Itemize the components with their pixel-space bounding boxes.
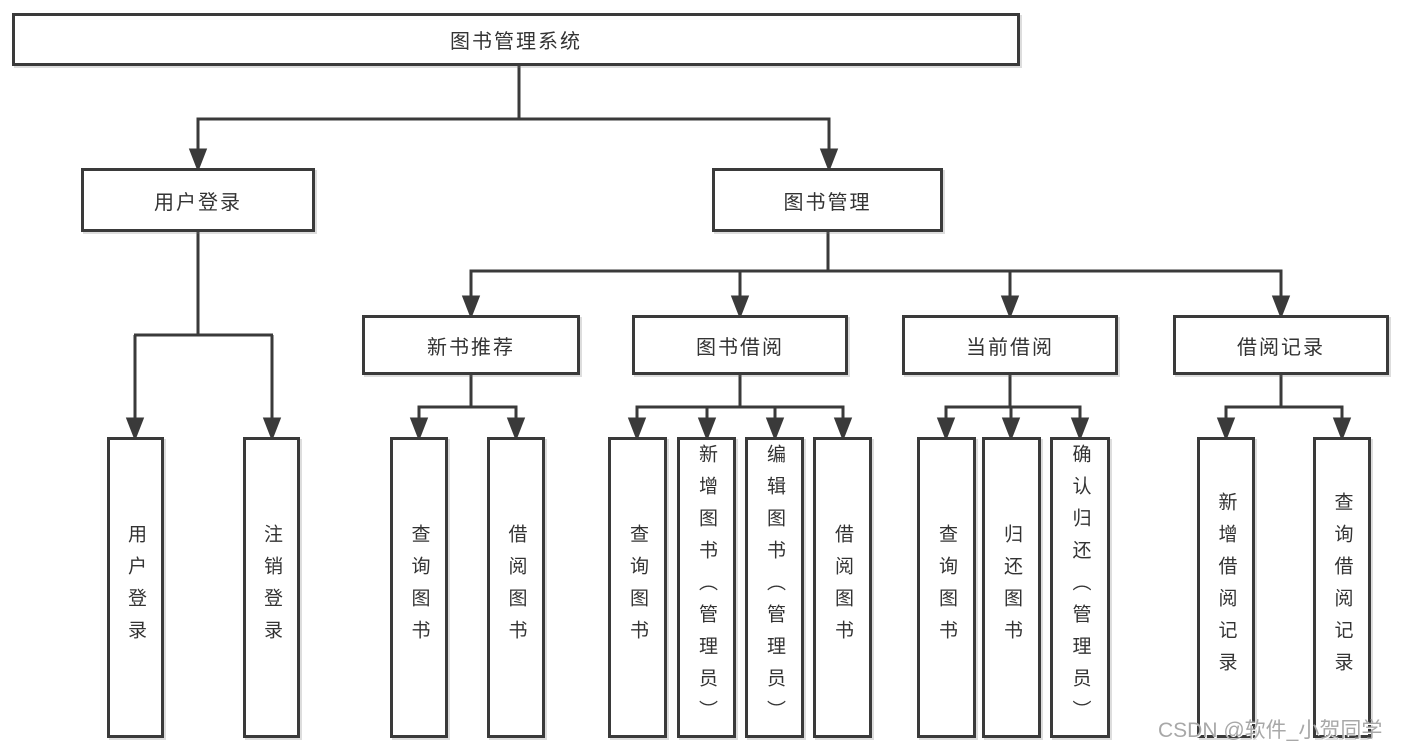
leaf-query-books-3: 查询图书 — [917, 437, 976, 738]
connector-book-management-to-sections — [461, 232, 1291, 320]
leaf-add-book-admin-label: 新增图书（管理员） — [696, 443, 717, 732]
leaf-borrow-books-2: 借阅图书 — [813, 437, 872, 738]
leaf-confirm-return-admin-label: 确认归还（管理员） — [1069, 443, 1091, 732]
connector-user-login-to-leaves — [125, 232, 282, 442]
leaf-confirm-return-admin: 确认归还（管理员） — [1050, 437, 1110, 738]
connector-book-borrow-to-leaves — [627, 375, 853, 442]
node-user-login-label: 用户登录 — [154, 191, 242, 214]
leaf-query-books-1-label: 查询图书 — [408, 523, 430, 652]
node-new-books-label: 新书推荐 — [427, 336, 515, 359]
connector-root-to-level2 — [188, 66, 839, 173]
node-borrow-records: 借阅记录 — [1173, 315, 1389, 375]
leaf-edit-book-admin: 编辑图书（管理员） — [745, 437, 804, 738]
node-book-borrow: 图书借阅 — [632, 315, 848, 375]
leaf-add-borrow-record: 新增借阅记录 — [1197, 437, 1255, 738]
connector-new-books-to-leaves — [409, 375, 526, 442]
leaf-query-books-1: 查询图书 — [390, 437, 448, 738]
leaf-add-borrow-record-label: 新增借阅记录 — [1215, 491, 1237, 684]
connector-current-borrow-to-leaves — [936, 375, 1090, 442]
node-current-borrow-label: 当前借阅 — [966, 336, 1054, 359]
leaf-borrow-books-2-label: 借阅图书 — [832, 523, 853, 652]
node-book-borrow-label: 图书借阅 — [696, 336, 784, 359]
leaf-user-login-label: 用户登录 — [125, 523, 146, 652]
leaf-query-borrow-record: 查询借阅记录 — [1313, 437, 1371, 738]
leaf-logout-label: 注销登录 — [261, 523, 282, 652]
leaf-query-books-3-label: 查询图书 — [936, 523, 957, 652]
leaf-query-books-2: 查询图书 — [608, 437, 667, 738]
leaf-return-books: 归还图书 — [982, 437, 1041, 738]
leaf-borrow-books-1-label: 借阅图书 — [505, 523, 527, 652]
node-book-management-label: 图书管理 — [783, 191, 872, 214]
leaf-user-login: 用户登录 — [107, 437, 164, 738]
node-root: 图书管理系统 — [12, 13, 1020, 66]
node-book-management: 图书管理 — [712, 168, 943, 232]
node-borrow-records-label: 借阅记录 — [1237, 336, 1325, 359]
leaf-return-books-label: 归还图书 — [1001, 523, 1022, 652]
leaf-borrow-books-1: 借阅图书 — [487, 437, 545, 738]
node-root-label: 图书管理系统 — [450, 31, 582, 53]
leaf-edit-book-admin-label: 编辑图书（管理员） — [764, 443, 785, 732]
node-current-borrow: 当前借阅 — [902, 315, 1118, 375]
csdn-watermark: CSDN @软件_小贺同学 — [1158, 719, 1383, 742]
node-new-books: 新书推荐 — [362, 315, 580, 375]
leaf-add-book-admin: 新增图书（管理员） — [677, 437, 736, 738]
node-user-login: 用户登录 — [81, 168, 315, 232]
leaf-logout: 注销登录 — [243, 437, 300, 738]
leaf-query-books-2-label: 查询图书 — [627, 523, 648, 652]
connector-borrow-records-to-leaves — [1216, 375, 1352, 442]
leaf-query-borrow-record-label: 查询借阅记录 — [1331, 491, 1353, 684]
